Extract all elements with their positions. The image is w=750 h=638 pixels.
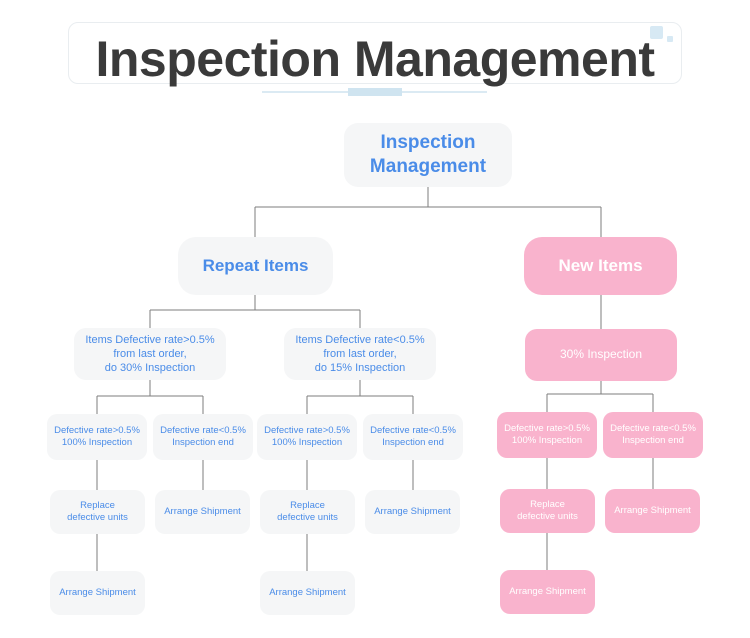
title-underline-accent (348, 88, 402, 96)
title-card (68, 22, 682, 84)
node-repeat-low-over-threshold[interactable]: Defective rate>0.5% 100% Inspection (257, 414, 357, 460)
node-repeat-high-final-arrange-shipment[interactable]: Arrange Shipment (50, 571, 145, 615)
node-new-items[interactable]: New Items (524, 237, 677, 295)
node-inspection-management-root[interactable]: Inspection Management (344, 123, 512, 187)
node-repeat-low-arrange-shipment[interactable]: Arrange Shipment (365, 490, 460, 534)
node-new-final-arrange-shipment[interactable]: Arrange Shipment (500, 570, 595, 614)
node-repeat-low-final-arrange-shipment[interactable]: Arrange Shipment (260, 571, 355, 615)
node-repeat-high-replace-defective-units[interactable]: Replace defective units (50, 490, 145, 534)
node-new-replace-defective-units[interactable]: Replace defective units (500, 489, 595, 533)
node-repeat-high-over-threshold[interactable]: Defective rate>0.5% 100% Inspection (47, 414, 147, 460)
node-new-under-threshold[interactable]: Defective rate<0.5% Inspection end (603, 412, 703, 458)
decorative-square-large-icon (650, 26, 663, 39)
page-title: Inspection Management (95, 31, 655, 87)
node-repeat-high-defective-rate[interactable]: Items Defective rate>0.5% from last orde… (74, 328, 226, 380)
node-repeat-items[interactable]: Repeat Items (178, 237, 333, 295)
node-repeat-low-replace-defective-units[interactable]: Replace defective units (260, 490, 355, 534)
node-new-over-threshold[interactable]: Defective rate>0.5% 100% Inspection (497, 412, 597, 458)
node-repeat-low-defective-rate[interactable]: Items Defective rate<0.5% from last orde… (284, 328, 436, 380)
node-new-arrange-shipment[interactable]: Arrange Shipment (605, 489, 700, 533)
node-new-items-30-percent-inspection[interactable]: 30% Inspection (525, 329, 677, 381)
node-repeat-high-arrange-shipment[interactable]: Arrange Shipment (155, 490, 250, 534)
node-repeat-high-under-threshold[interactable]: Defective rate<0.5% Inspection end (153, 414, 253, 460)
node-repeat-low-under-threshold[interactable]: Defective rate<0.5% Inspection end (363, 414, 463, 460)
decorative-square-small-icon (667, 36, 673, 42)
